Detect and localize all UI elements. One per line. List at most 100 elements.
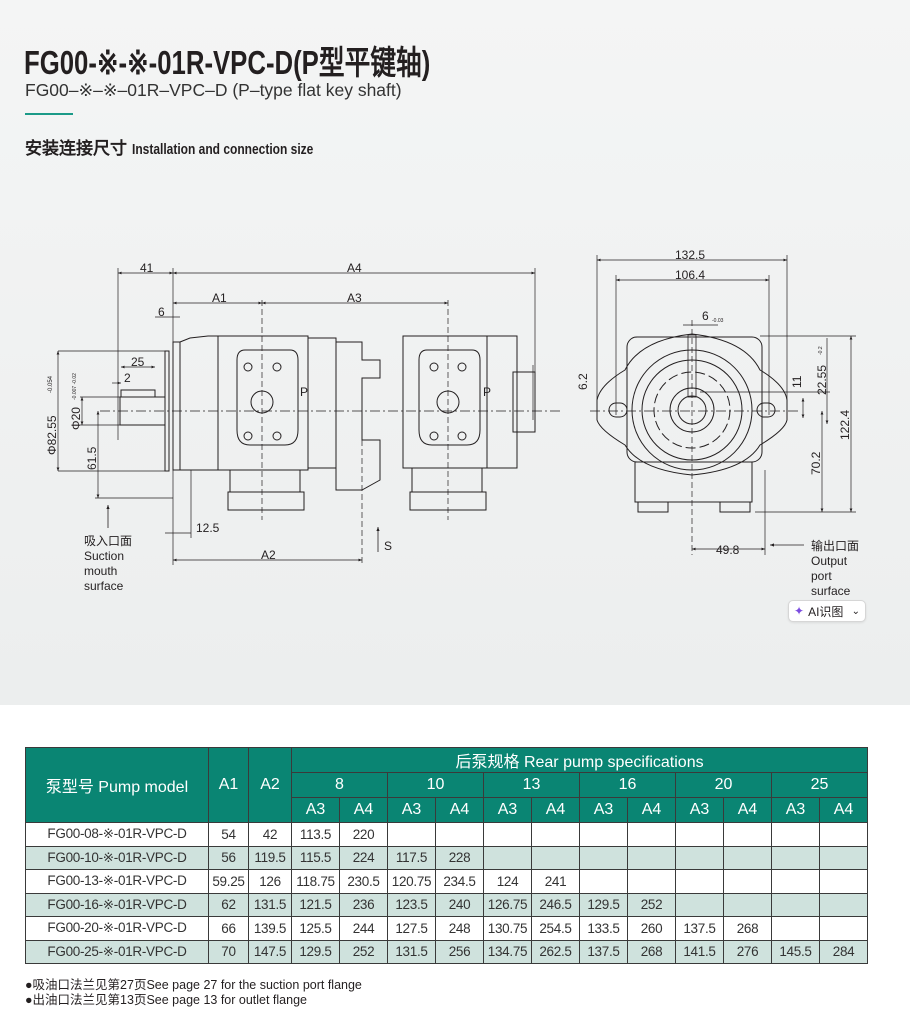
value-cell: 254.5 [531, 916, 580, 941]
header-a1: A1 [208, 747, 249, 823]
value-cell [627, 822, 676, 847]
header-size: 20 [675, 772, 772, 798]
dim-122-4: 122.4 [838, 410, 852, 440]
a2-cell: 147.5 [248, 939, 292, 964]
header-size: 25 [770, 772, 869, 798]
value-cell: 252 [339, 939, 388, 964]
dim-106-4: 106.4 [675, 268, 705, 282]
value-cell [818, 845, 869, 870]
a1-cell: 62 [208, 892, 249, 917]
value-cell [771, 916, 820, 941]
dim-6: 6 [158, 305, 165, 319]
dim-41: 41 [140, 261, 154, 275]
a2-cell: 119.5 [248, 845, 292, 870]
value-cell: 121.5 [291, 892, 340, 917]
value-cell: 133.5 [579, 916, 628, 941]
dim-a1: A1 [212, 291, 227, 305]
port-p-front: P [300, 385, 308, 399]
value-cell [818, 892, 869, 917]
dim-12-5: 12.5 [196, 521, 220, 535]
value-cell: 260 [627, 916, 676, 941]
a1-cell: 66 [208, 916, 249, 941]
a1-cell: 59.25 [208, 869, 249, 894]
header-a4: A4 [723, 797, 772, 823]
a2-cell: 131.5 [248, 892, 292, 917]
a1-cell: 56 [208, 845, 249, 870]
ai-recognize-button[interactable]: ✦ AI识图 ⌄ [788, 600, 866, 622]
header-size: 10 [387, 772, 484, 798]
value-cell: 246.5 [531, 892, 580, 917]
technical-drawing: 41 A4 A1 A3 6 25 2 P P Φ82.55 -0.054 Φ20… [45, 248, 859, 598]
a2-cell: 126 [248, 869, 292, 894]
dim-6-2: 6.2 [576, 373, 590, 390]
value-cell: 228 [435, 845, 484, 870]
page-subtitle: FG00–※–※–01R–VPC–D (P–type flat key shaf… [25, 80, 402, 100]
value-cell [483, 822, 532, 847]
value-cell: 137.5 [675, 916, 724, 941]
value-cell [723, 892, 772, 917]
page-title: FG00-※-※-01R-VPC-D(P型平键轴) [24, 44, 431, 81]
value-cell [818, 822, 869, 847]
value-cell [675, 822, 724, 847]
a2-cell: 42 [248, 822, 292, 847]
notes: ●吸油口法兰见第27页See page 27 for the suction p… [25, 978, 362, 1008]
value-cell: 124 [483, 869, 532, 894]
dim-phi82-tol: -0.054 [48, 375, 54, 393]
a2-cell: 139.5 [248, 916, 292, 941]
value-cell: 125.5 [291, 916, 340, 941]
value-cell: 115.5 [291, 845, 340, 870]
header-a4: A4 [435, 797, 484, 823]
value-cell [723, 845, 772, 870]
value-cell [818, 916, 869, 941]
value-cell: 220 [339, 822, 388, 847]
value-cell: 268 [627, 939, 676, 964]
value-cell: 256 [435, 939, 484, 964]
value-cell [579, 869, 628, 894]
value-cell: 118.75 [291, 869, 340, 894]
value-cell [675, 892, 724, 917]
header-a4: A4 [339, 797, 388, 823]
value-cell [387, 822, 436, 847]
value-cell: 268 [723, 916, 772, 941]
value-cell [627, 845, 676, 870]
value-cell [723, 869, 772, 894]
value-cell [675, 845, 724, 870]
chevron-down-icon[interactable]: ⌄ [851, 605, 860, 617]
header-pump-model: 泵型号 Pump model [25, 747, 209, 823]
value-cell: 284 [818, 939, 869, 964]
value-cell: 230.5 [339, 869, 388, 894]
value-cell [675, 869, 724, 894]
value-cell: 141.5 [675, 939, 724, 964]
value-cell: 137.5 [579, 939, 628, 964]
value-cell [483, 845, 532, 870]
value-cell: 113.5 [291, 822, 340, 847]
suction-label-en: Suction [84, 549, 124, 563]
value-cell: 236 [339, 892, 388, 917]
section-heading: 安装连接尺寸 Installation and connection size [25, 134, 358, 159]
dim-a4: A4 [347, 261, 362, 275]
value-cell [627, 869, 676, 894]
note-suction-flange: ●吸油口法兰见第27页See page 27 for the suction p… [25, 978, 362, 992]
dim-22-55-tol: -0.2 [818, 346, 824, 355]
title-divider [25, 113, 73, 115]
dim-phi20-tol: -0.007 -0.02 [72, 373, 78, 400]
model-cell: FG00-13-※-01R-VPC-D [25, 869, 209, 894]
dim-61-5: 61.5 [85, 446, 99, 470]
ai-button-label: AI识图 [808, 604, 844, 619]
header-a4: A4 [531, 797, 580, 823]
model-cell: FG00-16-※-01R-VPC-D [25, 892, 209, 917]
model-cell: FG00-08-※-01R-VPC-D [25, 822, 209, 847]
header-size: 16 [579, 772, 676, 798]
value-cell: 248 [435, 916, 484, 941]
header-a3: A3 [387, 797, 436, 823]
dim-132-5: 132.5 [675, 248, 705, 262]
value-cell [579, 822, 628, 847]
value-cell: 130.75 [483, 916, 532, 941]
output-label-en: Output [811, 554, 848, 568]
header-a3: A3 [675, 797, 724, 823]
a1-cell: 70 [208, 939, 249, 964]
sparkle-icon: ✦ [794, 604, 805, 618]
